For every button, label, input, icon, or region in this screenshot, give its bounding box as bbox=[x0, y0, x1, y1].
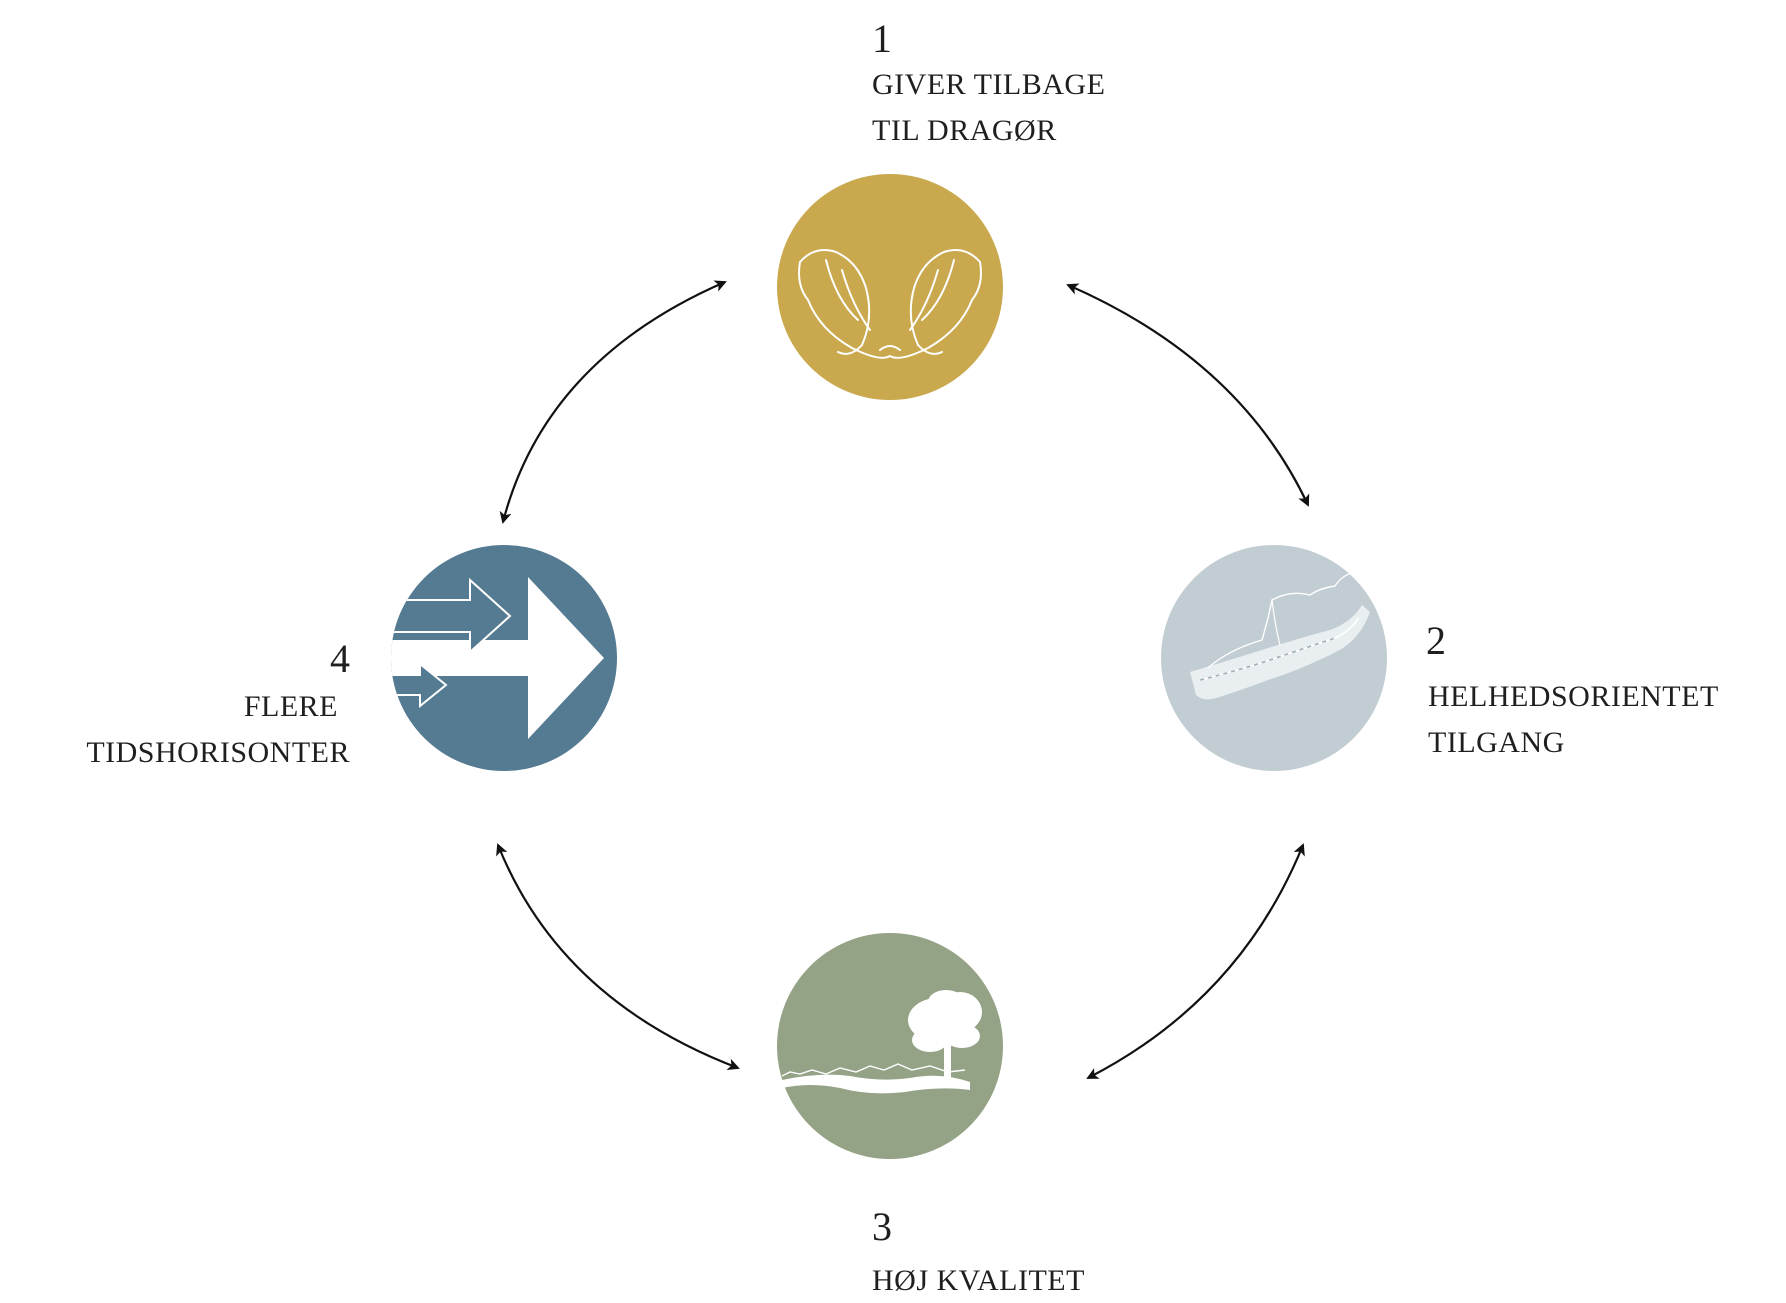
node-1-circle bbox=[777, 174, 1003, 400]
arrow-2-3 bbox=[1086, 843, 1305, 1079]
node-2-label-line-1: HELHEDSORIENTET bbox=[1428, 680, 1719, 713]
node-3: 3 HØJ KVALITET bbox=[777, 933, 1085, 1297]
forward-arrows-icon bbox=[391, 577, 604, 739]
node-2-label-line-2: TILGANG bbox=[1428, 726, 1565, 759]
arrow-4-1 bbox=[499, 280, 727, 524]
node-1-label-line-1: GIVER TILBAGE bbox=[872, 68, 1105, 101]
node-4: 4 FLERE TIDSHORISONTER bbox=[86, 545, 617, 771]
coastline-map-icon bbox=[1190, 571, 1370, 700]
tree-landscape-icon bbox=[781, 990, 982, 1094]
arrow-1-2 bbox=[1066, 283, 1310, 507]
node-4-label-line-1: FLERE bbox=[244, 690, 338, 723]
node-1-number: 1 bbox=[872, 16, 892, 61]
cupped-hands-icon bbox=[798, 249, 982, 359]
node-1-label-line-2: TIL DRAGØR bbox=[872, 114, 1057, 147]
node-3-circle bbox=[777, 933, 1003, 1159]
node-3-label-line-1: HØJ KVALITET bbox=[872, 1264, 1085, 1297]
node-3-number: 3 bbox=[872, 1204, 892, 1249]
arrow-3-4 bbox=[496, 843, 740, 1071]
node-2: 2 HELHEDSORIENTET TILGANG bbox=[1161, 545, 1719, 771]
node-4-label-line-2: TIDSHORISONTER bbox=[86, 736, 350, 769]
node-4-number: 4 bbox=[330, 636, 350, 681]
node-1: 1 GIVER TILBAGE TIL DRAGØR bbox=[777, 16, 1105, 400]
node-2-number: 2 bbox=[1426, 618, 1446, 663]
